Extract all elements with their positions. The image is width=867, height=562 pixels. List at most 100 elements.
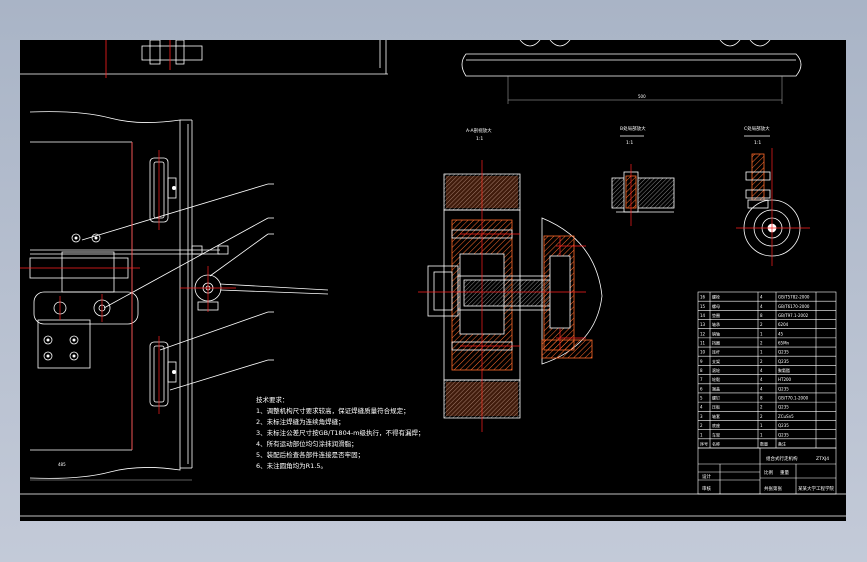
cad-viewport[interactable]: 技术要求： 1、调整机构尺寸要求较高，保证焊缝质量符合规定； 2、未标注焊缝为连… [20, 40, 846, 521]
bom-cell: 5 [700, 396, 703, 401]
bom-cell: 8 [700, 368, 703, 373]
title-sheet-label: 共张第张 [764, 485, 782, 492]
title-designer: 设计 [702, 473, 711, 480]
bom-cell: 压板 [712, 404, 720, 410]
section-view-label: A-A剖视放大 [466, 127, 492, 134]
bom-header-cell: 序号 [700, 440, 708, 446]
note-item-6: 6、未注圆角均为R1.5。 [256, 461, 327, 470]
bom-cell: 8 [760, 313, 763, 318]
note-item-3: 3、未标注公差尺寸按GB/T1804-m级执行，不得有漏焊； [256, 428, 425, 437]
bom-cell: 螺钉 [712, 395, 720, 401]
bom-cell: 14 [700, 313, 706, 318]
title-drawing-number: ZTXJ4 [816, 456, 829, 462]
bom-cell: Q235 [778, 405, 789, 410]
note-item-4: 4、所有运动部位均匀涂抹润滑脂； [256, 439, 358, 448]
bom-cell: 底座 [712, 422, 720, 428]
bom-cell: 螺栓 [712, 294, 720, 300]
detail-c-label: C处局部放大 [744, 125, 770, 132]
bom-cell: 连杆 [712, 349, 720, 355]
bom-cell: Q235 [778, 350, 789, 355]
note-item-2: 2、未标注焊缝为连续角焊缝； [256, 417, 345, 426]
bom-cell: ZCuSn5 [778, 414, 794, 419]
section-view-scale: 1:1 [476, 136, 483, 142]
bom-cell: 4 [760, 304, 763, 309]
bom-cell: 4 [760, 377, 763, 382]
bom-cell: 11 [700, 340, 706, 345]
bom-cell: 车架 [712, 431, 720, 437]
bom-cell: GB/T5782-2000 [778, 295, 810, 300]
bom-cell: 垫圈 [712, 312, 720, 318]
bom-cell: 1 [760, 350, 763, 355]
bom-cell: 6 [700, 386, 703, 391]
bom-cell: 45 [778, 331, 784, 336]
technical-requirements: 技术要求： 1、调整机构尺寸要求较高，保证焊缝质量符合规定； 2、未标注焊缝为连… [256, 395, 425, 470]
dimension-bottom-left: 485 [58, 462, 66, 467]
title-school: 某某大学工程学院 [798, 485, 834, 492]
bom-cell: Q235 [778, 386, 789, 391]
detail-c-centerlines [736, 148, 810, 266]
bom-cell: 3 [700, 414, 703, 419]
bom-cell: 1 [760, 432, 763, 437]
bom-cell: 1 [760, 331, 763, 336]
bom-cell: 滚轮 [712, 367, 720, 373]
title-block [697, 447, 837, 495]
bom-cell: 2 [760, 405, 763, 410]
title-scale-label: 比例 [764, 469, 773, 476]
bom-cell: Q235 [778, 423, 789, 428]
bom-cell: 4 [760, 295, 763, 300]
bom-cell: 9 [700, 359, 703, 364]
bom-cell: 8 [760, 396, 763, 401]
bom-cell: 16 [700, 295, 706, 300]
bom-header-cell: 备注 [778, 440, 786, 446]
bom-cell: 2 [760, 414, 763, 419]
bom-cell: 螺母 [712, 303, 720, 309]
section-centerlines [418, 160, 586, 432]
title-mass-label: 重量 [780, 469, 789, 476]
section-tyre-fill [446, 176, 518, 416]
bom-cell: 1 [700, 432, 703, 437]
bom-cell: Q235 [778, 432, 789, 437]
bom-cell: 4 [760, 368, 763, 373]
bom-header-cell: 数量 [760, 440, 768, 446]
bom-table [697, 291, 837, 449]
bom-cell: 13 [700, 322, 706, 327]
bom-cell: 15 [700, 304, 706, 309]
bom-cell: Q235 [778, 359, 789, 364]
cad-drawing: 技术要求： 1、调整机构尺寸要求较高，保证焊缝质量符合规定； 2、未标注焊缝为连… [20, 40, 846, 517]
bom-cell: 端盖 [712, 385, 720, 391]
dimension-top-right: 500 [638, 94, 646, 99]
drawing-frame [20, 493, 846, 517]
detail-view-b [611, 135, 675, 213]
detail-b-scale: 1:1 [626, 140, 633, 146]
title-checker: 审核 [702, 485, 711, 492]
bom-cell: 7 [700, 377, 703, 382]
bom-cell: 销轴 [712, 330, 720, 336]
bom-cell: 聚氨酯 [778, 367, 790, 373]
left-wheel-hubs [46, 186, 176, 374]
note-item-1: 1、调整机构尺寸要求较高，保证焊缝质量符合规定； [256, 406, 410, 415]
bom-cell: 2 [760, 359, 763, 364]
title-drawing-name: 组合式行走机构 [766, 455, 798, 462]
bom-cell: 12 [700, 331, 706, 336]
note-item-5: 5、装配后检查各部件连接是否牢固； [256, 450, 364, 459]
bom-cell: 10 [700, 350, 706, 355]
bom-cell: 轮毂 [712, 376, 720, 382]
bom-cell: 轴承 [712, 321, 720, 327]
assembly-centerlines [20, 142, 236, 450]
notes-title: 技术要求： [256, 395, 289, 404]
detail-b-label: B处局部放大 [620, 125, 646, 132]
bom-cell: GB/T6170-2000 [778, 304, 810, 309]
bom-cell: 挡圈 [712, 339, 720, 345]
bom-cell: 4 [700, 405, 703, 410]
bom-cell: 65Mn [778, 340, 790, 345]
section-view-aa [427, 173, 603, 419]
top-rail-view [461, 40, 802, 104]
bom-cell: 4 [760, 386, 763, 391]
detail-c-scale: 1:1 [754, 140, 761, 146]
bom-cell: 支架 [712, 358, 720, 364]
bom-header-cell: 名称 [712, 440, 720, 446]
bom-cell: 2 [700, 423, 703, 428]
bom-cell: 1 [760, 423, 763, 428]
bom-cell: 2 [760, 322, 763, 327]
